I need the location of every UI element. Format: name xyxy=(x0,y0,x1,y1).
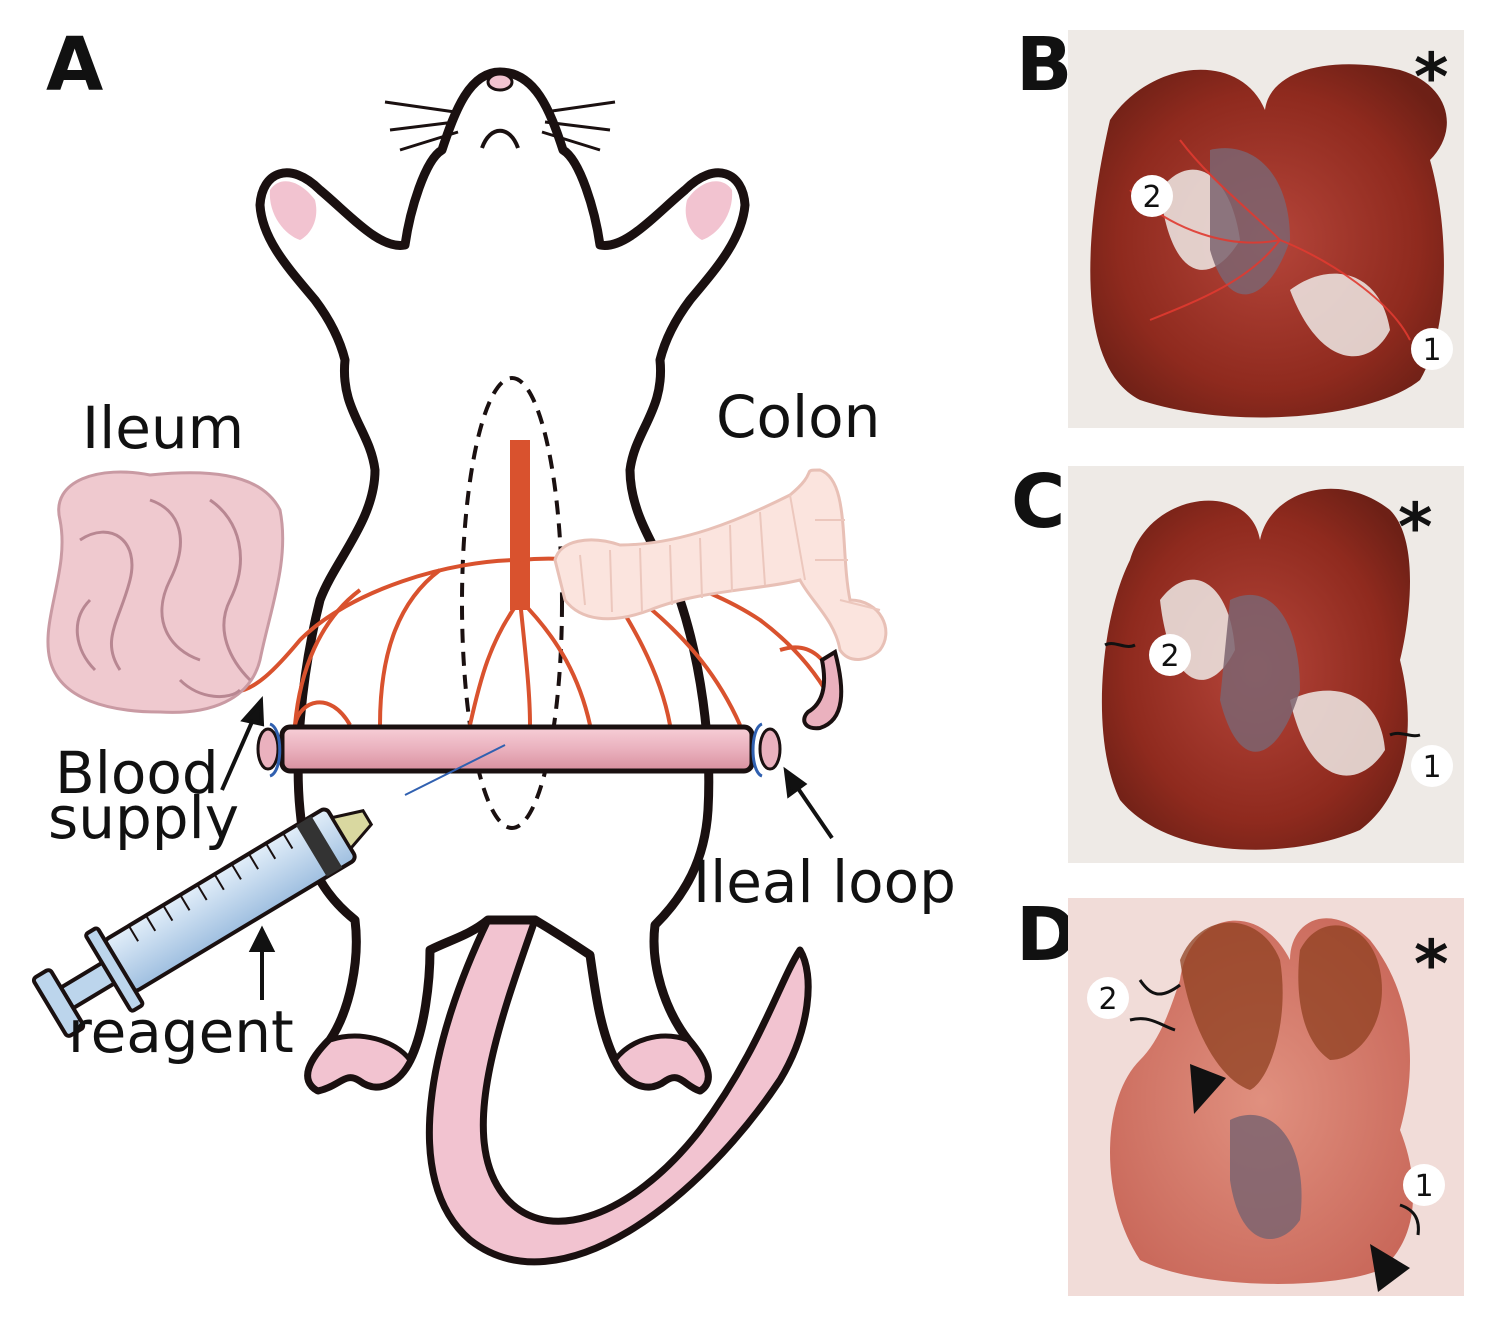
panel-b-marker1-badge xyxy=(1411,328,1453,370)
rat-mouth xyxy=(480,128,520,149)
left-hind-paw xyxy=(306,1033,413,1093)
panel-b-star: * xyxy=(1414,39,1449,116)
panel-d-marker2-badge xyxy=(1087,977,1129,1019)
ileal-loop-label: Ileal loop xyxy=(693,848,956,916)
panel-d-marker2: 2 xyxy=(1098,982,1117,1017)
panel-c-marker1: 1 xyxy=(1422,750,1441,785)
incision-outline xyxy=(460,376,564,830)
ileum-label: Ileum xyxy=(82,394,244,462)
colon-illustration xyxy=(553,468,888,731)
panel-b: B * 2 1 xyxy=(1016,22,1464,428)
panel-b-marker1: 1 xyxy=(1422,333,1441,368)
ileum-illustration xyxy=(46,470,285,714)
rat-body xyxy=(255,67,750,1095)
panel-c-marker2: 2 xyxy=(1160,639,1179,674)
rat-tail xyxy=(425,916,812,1266)
panel-d-arrowhead-upper xyxy=(1190,1064,1226,1114)
panel-b-letter: B xyxy=(1016,22,1072,108)
blood-supply-label-line1: Blood xyxy=(55,739,219,807)
panel-d-letter: D xyxy=(1016,892,1077,978)
syringe xyxy=(31,807,374,1038)
panel-c-marker1-badge xyxy=(1411,745,1453,787)
panel-c: C * 2 1 xyxy=(1011,459,1464,863)
right-hind-paw xyxy=(612,1033,710,1093)
panel-d-marker1-badge xyxy=(1403,1164,1445,1206)
reagent-label: reagent xyxy=(68,998,294,1066)
panel-a: A xyxy=(31,22,956,1266)
panel-d: D * 2 1 xyxy=(1016,892,1464,1296)
needle xyxy=(404,744,506,796)
panel-d-star: * xyxy=(1414,926,1449,1003)
panel-b-marker2: 2 xyxy=(1142,180,1161,215)
right-front-paw xyxy=(685,181,733,240)
rat-nose xyxy=(486,72,514,92)
annotation-arrows xyxy=(220,696,834,1000)
panel-c-star: * xyxy=(1398,489,1433,566)
mesenteric-vessels xyxy=(234,556,837,727)
ileal-loop xyxy=(256,722,782,778)
panel-c-marker2-badge xyxy=(1149,634,1191,676)
whiskers xyxy=(384,100,616,152)
blood-supply-label-line2: supply xyxy=(48,784,239,852)
panel-a-letter: A xyxy=(46,22,103,108)
left-front-paw xyxy=(269,181,317,240)
panel-d-marker1: 1 xyxy=(1414,1169,1433,1204)
aorta xyxy=(510,440,530,610)
panel-d-arrowhead-lower xyxy=(1370,1244,1410,1292)
panel-b-marker2-badge xyxy=(1131,175,1173,217)
panel-c-letter: C xyxy=(1011,459,1065,545)
colon-label: Colon xyxy=(716,383,880,451)
